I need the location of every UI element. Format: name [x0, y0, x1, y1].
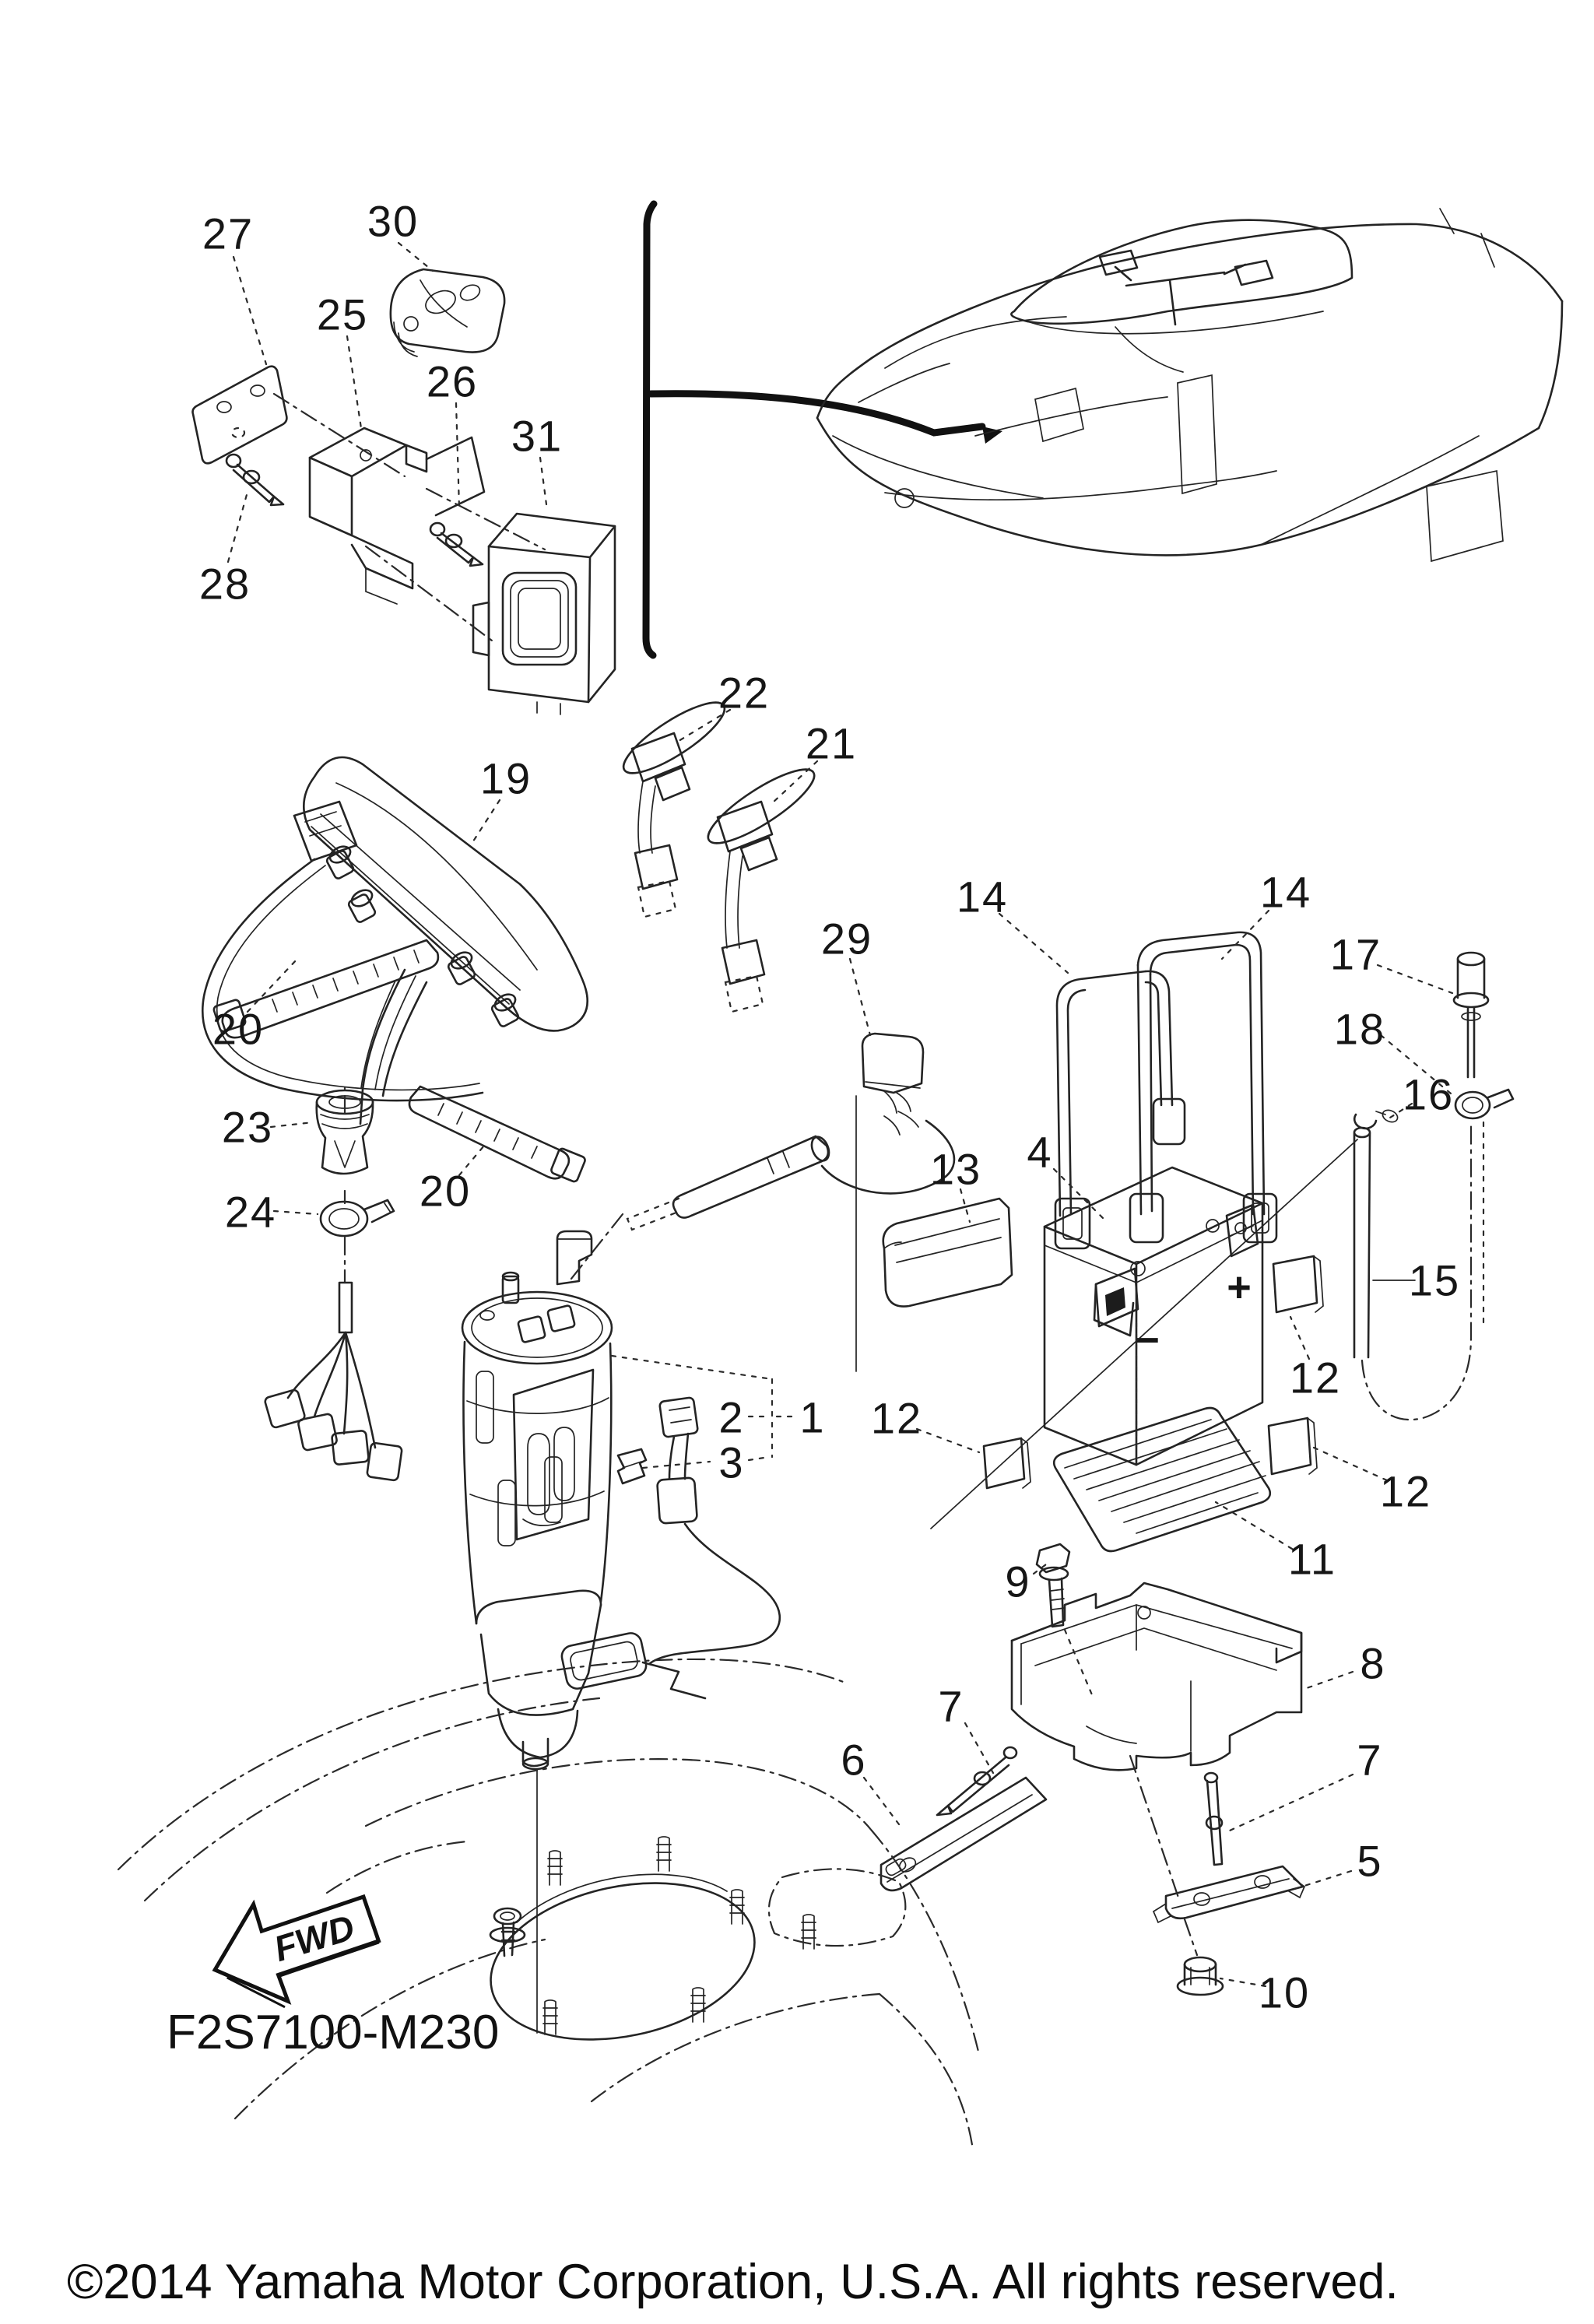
stud-bolts [542, 1836, 816, 2035]
copyright-text: ©2014 Yamaha Motor Corporation, U.S.A. A… [67, 2255, 1399, 2309]
battery-pad-11 [1052, 1406, 1272, 1553]
bracket-5 [1152, 1865, 1306, 1924]
callout-9: 9 [1005, 1557, 1030, 1606]
callout-7: 7 [1357, 1736, 1382, 1785]
pump-damper [560, 1632, 707, 1700]
callout-13: 13 [930, 1145, 981, 1194]
callout-14: 14 [1260, 868, 1311, 917]
callout-14: 14 [957, 872, 1008, 922]
band-13 [882, 1197, 1013, 1308]
callout-27: 27 [202, 209, 254, 258]
receiver-box-31 [472, 512, 616, 715]
callout-31: 31 [511, 412, 563, 461]
callout-24: 24 [225, 1188, 276, 1237]
callout-10: 10 [1259, 1968, 1310, 2017]
clip-16 [1353, 1109, 1399, 1130]
callout-5: 5 [1357, 1837, 1382, 1886]
pump-connector-2 [648, 1396, 781, 1666]
callout-2: 2 [718, 1393, 744, 1442]
callout-1: 1 [799, 1393, 825, 1442]
cable-tie-20-lower [408, 1085, 586, 1183]
callout-22: 22 [718, 669, 770, 718]
switch-22 [622, 701, 726, 918]
harness-connectors [264, 1281, 403, 1482]
rivet-28 [225, 453, 285, 507]
callout-18: 18 [1334, 1005, 1385, 1054]
watercraft-illustration [816, 208, 1564, 563]
callout-16: 16 [1403, 1070, 1454, 1119]
callout-20: 20 [212, 1005, 264, 1054]
callout-12: 12 [1290, 1353, 1341, 1402]
hull-sketch: FWD F2S7100-M230 [117, 1658, 981, 2151]
callout-12: 12 [871, 1394, 922, 1443]
cable-tie-20-upper [212, 939, 440, 1039]
callout-23: 23 [222, 1103, 273, 1152]
callout-3: 3 [718, 1438, 744, 1487]
callout-29: 29 [821, 915, 872, 964]
pin-7-right [1203, 1771, 1224, 1866]
callout-12: 12 [1380, 1467, 1431, 1516]
remote-transmitter-30 [389, 268, 506, 357]
pump-clip-3 [616, 1448, 648, 1485]
callout-19: 19 [480, 754, 532, 803]
bracket-6 [880, 1776, 1048, 1892]
section-divider [642, 200, 1002, 659]
pin-7-left [936, 1746, 1018, 1817]
hose-clamp-18 [1454, 1088, 1515, 1120]
fwd-arrow: FWD [212, 1894, 381, 2009]
bolt-9 [1035, 1543, 1071, 1628]
battery-4: + − [1043, 1166, 1264, 1466]
battery-plus-mark: + [1227, 1264, 1252, 1311]
fitting-17 [1452, 951, 1490, 1079]
callout-30: 30 [367, 197, 419, 246]
hose-clamp-24 [319, 1199, 395, 1237]
breather-hose-15 [1353, 1121, 1485, 1421]
sensor-29 [626, 1032, 956, 1372]
pad-12-right-upper [1272, 1255, 1324, 1314]
battery-box-8 [1010, 1582, 1303, 1771]
callout-15: 15 [1409, 1256, 1460, 1305]
battery-minus-mark: − [1135, 1317, 1160, 1364]
diagram-code: F2S7100-M230 [167, 2006, 499, 2059]
callout-7: 7 [938, 1682, 964, 1731]
callout-6: 6 [841, 1736, 866, 1785]
callout-21: 21 [806, 719, 857, 768]
pad-12-right-lower [1267, 1417, 1318, 1476]
callout-25: 25 [317, 290, 368, 339]
callout-28: 28 [199, 560, 251, 609]
callout-4: 4 [1027, 1128, 1052, 1177]
meter-assembly-19 [202, 756, 588, 1125]
battery-straps-14 [1054, 931, 1278, 1250]
pad-12-left [982, 1437, 1031, 1490]
bracket-25 [308, 427, 486, 605]
rivet-26 [429, 521, 484, 567]
callout-20: 20 [420, 1167, 471, 1216]
fuel-pump-module-1 [461, 1230, 613, 2034]
nut-10 [1176, 1956, 1224, 1996]
callout-11: 11 [1288, 1535, 1336, 1584]
callout-8: 8 [1360, 1639, 1385, 1688]
callout-17: 17 [1330, 930, 1382, 979]
fwd-label: FWD [269, 1907, 359, 1969]
callout-26: 26 [427, 357, 478, 406]
switch-21 [707, 768, 816, 1013]
plate-27 [191, 365, 288, 465]
leader-lines [226, 241, 1457, 1988]
hull-screw [489, 1907, 526, 1957]
